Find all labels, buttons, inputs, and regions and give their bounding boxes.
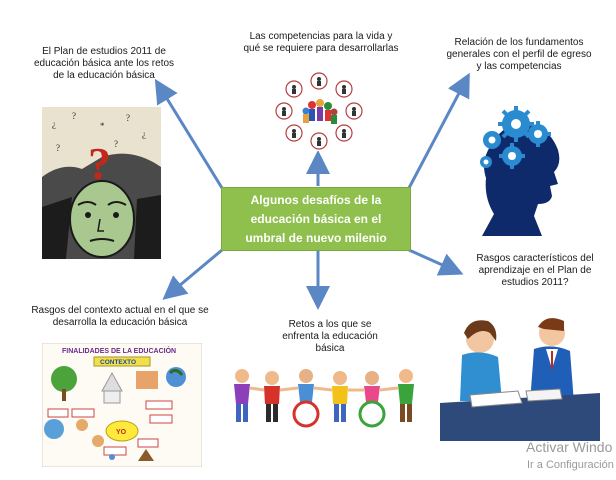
svg-text:?: ?: [72, 111, 76, 121]
finalidades-center-word: YO: [116, 429, 127, 436]
finalidades-educacion-image: FINALIDADES DE LA EDUCACIÓN CONTEXTO YO: [42, 343, 202, 467]
competencias-people-image: [272, 71, 366, 151]
center-topic-box: Algunos desafíos de la educación básica …: [221, 187, 411, 251]
node-rasgos-aprendizaje: Rasgos característicos del aprendizaje e…: [476, 253, 594, 288]
node-rasgos-contexto: Rasgos del contexto actual en el que se …: [31, 305, 209, 328]
arrow-bottom-left: [162, 248, 223, 300]
arrow-bottom-right: [408, 248, 464, 276]
head-gears-image: [476, 100, 568, 236]
svg-text:?: ?: [56, 143, 60, 153]
svg-text:*: *: [100, 121, 105, 131]
finalidades-title: FINALIDADES DE LA EDUCACIÓN: [62, 346, 176, 355]
children-holding-hands-image: [226, 366, 432, 428]
activation-watermark-line1: Activar Windo: [526, 439, 613, 455]
finalidades-subtitle: CONTEXTO: [100, 359, 136, 366]
svg-text:¿: ¿: [142, 129, 146, 139]
center-topic-title: Algunos desafíos de la educación básica …: [245, 192, 387, 245]
node-retos-educacion: Retos a los que se enfrenta la educación…: [282, 319, 378, 354]
node-competencias-vida: Las competencias para la vida y qué se r…: [243, 31, 399, 54]
activation-watermark-line2: Ir a Configuración: [527, 459, 614, 471]
arrow-top-left: [154, 78, 224, 189]
svg-text:?: ?: [126, 113, 130, 123]
node-plan-estudios-retos: El Plan de estudios 2011 de educación bá…: [33, 46, 175, 81]
svg-text:¿: ¿: [52, 119, 56, 129]
svg-text:?: ?: [88, 138, 111, 189]
thinking-face-image: ¿?* ?¿? *? ?: [42, 107, 161, 259]
node-fundamentos-perfil: Relación de los fundamentos generales co…: [446, 37, 592, 72]
arrow-top-right: [407, 72, 470, 189]
svg-text:?: ?: [114, 139, 118, 149]
teachers-desk-image: [440, 311, 600, 441]
